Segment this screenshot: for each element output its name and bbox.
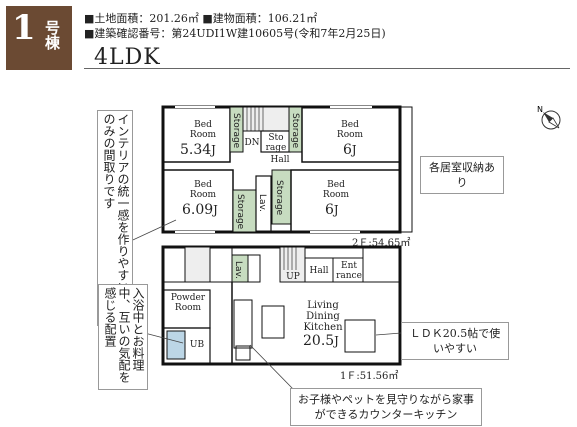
- bath-note: 入浴中とお料理中、互いの気配を感じる配置: [98, 284, 148, 390]
- bedroom-1-size: 5.34J: [180, 142, 216, 158]
- entrance-label: Ent rance: [336, 261, 362, 281]
- second-floor-area: 2Ｆ:54.65㎡: [352, 238, 411, 249]
- bedroom-2-size-unit: J: [351, 143, 357, 157]
- kitchen-note: お子様やペットを見守りながら家事ができるカウンターキッチン: [290, 388, 482, 426]
- ldk-size: 20.5J: [303, 333, 339, 349]
- bedroom-1-size-unit: J: [211, 143, 216, 157]
- first-floor-area: 1Ｆ:51.56㎡: [340, 371, 399, 382]
- building-area: ■建物面積：106.21㎡: [202, 12, 318, 25]
- ldk-note: ＬＤＫ20.5帖で使いやすい: [401, 322, 509, 360]
- badge-suffix: 号棟: [43, 20, 61, 50]
- hall-1f-label: Hall: [309, 266, 329, 276]
- lav-2f-label: Lav.: [257, 193, 267, 213]
- property-info: ■土地面積：201.26㎡ ■建物面積：106.21㎡ ■建築確認番号：第24U…: [84, 11, 386, 41]
- badge-number: 1: [12, 8, 36, 48]
- land-area: ■土地面積：201.26㎡: [84, 12, 199, 25]
- layout-type: 4LDK: [94, 45, 161, 70]
- storage-label-1: Storage: [231, 113, 241, 149]
- bedroom-4-label: Bed Room: [322, 180, 350, 200]
- second-floor-plan: [161, 105, 413, 234]
- svg-text:N: N: [537, 105, 543, 114]
- first-floor-plan: [161, 245, 402, 366]
- bedroom-1-label: Bed Room: [189, 120, 217, 140]
- ldk-size-unit: J: [334, 334, 339, 348]
- up-label: UP: [286, 272, 300, 282]
- dn-label: DN: [244, 138, 260, 148]
- storage-label-4: Storage: [274, 180, 284, 216]
- bedroom-2-label: Bed Room: [336, 120, 364, 140]
- powder-room-label: Powder Room: [170, 293, 206, 313]
- ldk-size-value: 20.5: [303, 333, 335, 349]
- bedroom-3-size: 6.09J: [182, 202, 218, 218]
- bedroom-4-size-value: 6: [325, 202, 334, 218]
- permit-number: ■建築確認番号：第24UDI1W建10605号(令和7年2月25日): [84, 27, 386, 40]
- header-divider: [84, 68, 570, 69]
- bedroom-2-size-value: 6: [343, 142, 352, 158]
- bedroom-3-size-value: 6.09: [182, 202, 214, 218]
- bedroom-1-size-value: 5.34: [180, 142, 212, 158]
- lav-1f-label: Lav.: [233, 260, 243, 280]
- ldk-label: Living Dining Kitchen: [303, 300, 343, 333]
- bedroom-3-size-unit: J: [213, 203, 218, 217]
- bedroom-2-size: 6J: [343, 142, 357, 158]
- bedroom-3-label: Bed Room: [189, 180, 217, 200]
- north-compass-icon: N: [537, 105, 561, 130]
- bedroom-4-size-unit: J: [333, 203, 339, 217]
- storage-note: 各居室収納あり: [420, 156, 504, 194]
- ub-label: UB: [189, 340, 205, 350]
- hall-2f-label: Hall: [270, 155, 290, 165]
- storage-label-2: Storage: [290, 113, 300, 149]
- bedroom-4-size: 6J: [325, 202, 339, 218]
- storage-label-3: Storage: [235, 194, 245, 230]
- building-badge: 1 号棟: [6, 6, 72, 70]
- sto-rage-label: Sto rage: [265, 133, 287, 153]
